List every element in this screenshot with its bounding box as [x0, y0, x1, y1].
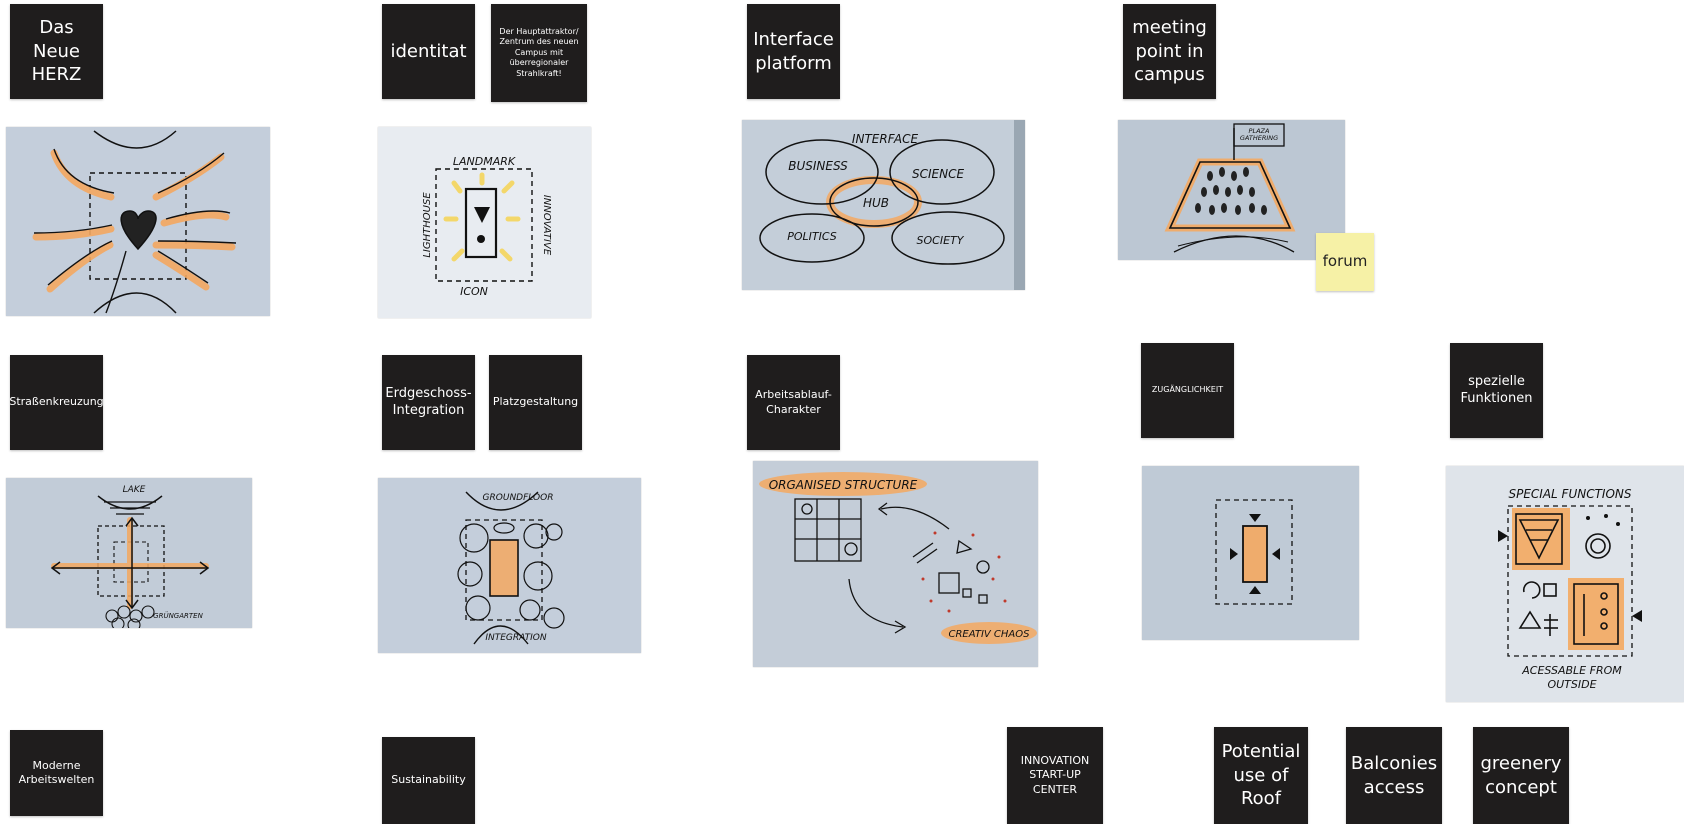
note-sustainability[interactable]: Sustainability — [382, 737, 475, 824]
note-innovation-center[interactable]: INNOVATION START-UP CENTER — [1007, 727, 1103, 824]
identity-icon-label: ICON — [460, 285, 488, 298]
workflow-structure-label: ORGANISED STRUCTURE — [769, 478, 918, 492]
groundfloor-sketch-drawing: GROUNDFLOOR INTEGRATION — [457, 491, 565, 645]
sketch-accessibility[interactable] — [1142, 466, 1359, 640]
special-bottom-label-2: OUTSIDE — [1547, 678, 1596, 691]
note-greenery[interactable]: greenery concept — [1473, 727, 1569, 824]
interface-hub-label: HUB — [863, 196, 889, 210]
sketch-workflow[interactable]: ORGANISED STRUCTURE CREATIV CHAOS — [753, 461, 1038, 667]
note-das-neue-herz[interactable]: Das Neue HERZ — [10, 4, 103, 99]
identity-sketch-drawing: LANDMARK LIGHTHOUSE INNOVATIVE ICON — [422, 155, 552, 298]
sketch-identity[interactable]: LANDMARK LIGHTHOUSE INNOVATIVE ICON — [378, 127, 591, 318]
crossing-lake-label: LAKE — [123, 485, 146, 495]
interface-society-label: SOCIETY — [917, 234, 965, 247]
interface-business-label: BUSINESS — [788, 159, 848, 173]
note-balconies[interactable]: Balconies access — [1346, 727, 1442, 824]
identity-landmark-label: LANDMARK — [453, 155, 516, 168]
crossing-garden-label: GRÜNGARTEN — [153, 611, 203, 620]
special-bottom-label-1: ACESSABLE FROM — [1521, 664, 1622, 677]
special-title-label: SPECIAL FUNCTIONS — [1508, 487, 1631, 501]
heart-sketch-drawing — [32, 130, 237, 314]
note-identitat[interactable]: identitat — [382, 4, 475, 99]
interface-sketch-drawing: INTERFACE BUSINESS SCIENCE HUB POLITICS … — [759, 120, 1025, 290]
note-hauptattraktor[interactable]: Der Hauptattraktor/ Zentrum des neuen Ca… — [491, 4, 587, 102]
interface-science-label: SCIENCE — [912, 167, 964, 181]
groundfloor-bottom-label: INTEGRATION — [485, 633, 547, 643]
crossing-sketch-drawing: LAKE GRÜNGARTEN — [50, 485, 210, 628]
interface-title-label: INTERFACE — [852, 132, 919, 146]
special-functions-sketch-drawing: SPECIAL FUNCTIONS ACESSABLE FROM OUTSIDE — [1498, 487, 1642, 691]
sticky-forum[interactable]: forum — [1316, 233, 1374, 291]
note-zuganglichkeit[interactable]: ZUGÄNGLICHKEIT — [1141, 343, 1234, 438]
note-arbeitsablauf[interactable]: Arbeitsablauf- Charakter — [747, 355, 840, 450]
sketch-crossing[interactable]: LAKE GRÜNGARTEN — [6, 478, 252, 628]
workflow-sketch-drawing: ORGANISED STRUCTURE CREATIV CHAOS — [759, 472, 1037, 644]
sketch-heart[interactable] — [6, 127, 270, 316]
note-platzgestaltung[interactable]: Platzgestaltung — [489, 355, 582, 450]
note-erdgeschoss[interactable]: Erdgeschoss- Integration — [382, 355, 475, 450]
sketch-interface[interactable]: INTERFACE BUSINESS SCIENCE HUB POLITICS … — [742, 120, 1025, 290]
sketch-groundfloor[interactable]: GROUNDFLOOR INTEGRATION — [378, 478, 641, 653]
workflow-chaos-label: CREATIV CHAOS — [948, 629, 1030, 640]
identity-innovative-label: INNOVATIVE — [541, 195, 552, 256]
interface-politics-label: POLITICS — [787, 230, 837, 243]
groundfloor-top-label: GROUNDFLOOR — [483, 493, 554, 503]
note-roof[interactable]: Potential use of Roof — [1214, 727, 1308, 824]
note-interface-platform[interactable]: Interface platform — [747, 4, 840, 99]
note-meeting-point[interactable]: meeting point in campus — [1123, 4, 1216, 99]
note-spezielle-funktionen[interactable]: spezielle Funktionen — [1450, 343, 1543, 438]
note-strassenkreuzung[interactable]: Straßenkreuzung — [9, 355, 104, 450]
identity-lighthouse-label: LIGHTHOUSE — [422, 192, 433, 258]
sketch-special-functions[interactable]: SPECIAL FUNCTIONS ACESSABLE FROM OUTSIDE — [1446, 466, 1684, 702]
accessibility-sketch-drawing — [1215, 499, 1293, 605]
note-moderne-arbeitswelten[interactable]: Moderne Arbeitswelten — [10, 730, 103, 816]
